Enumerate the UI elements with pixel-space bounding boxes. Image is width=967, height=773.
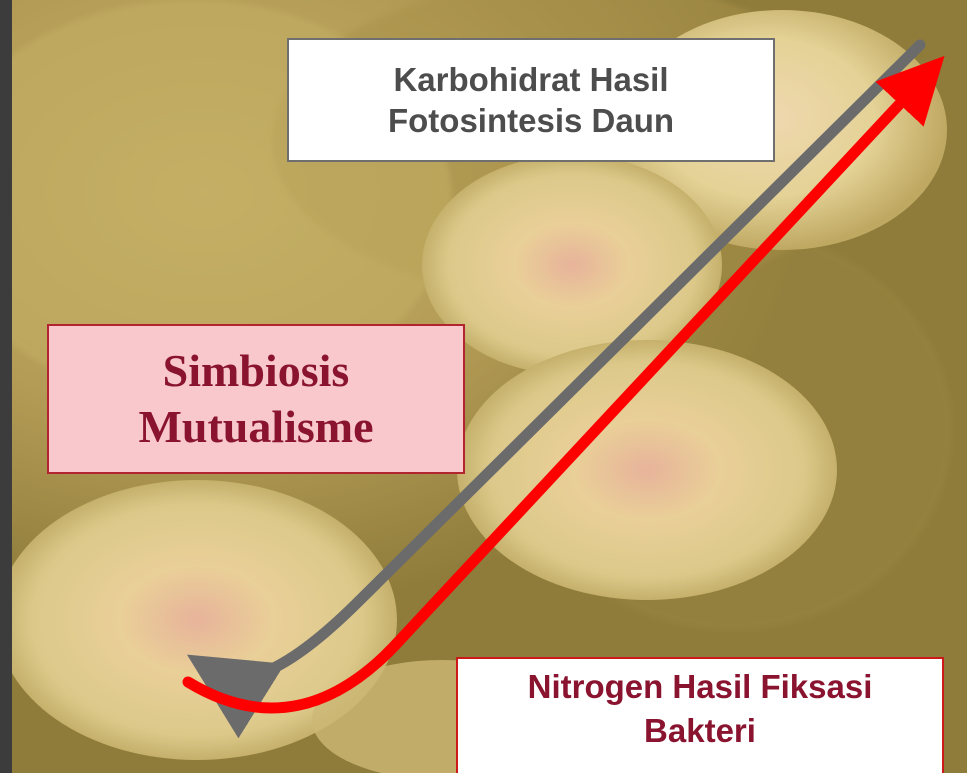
symbiosis-label-text: Simbiosis Mutualisme: [59, 343, 453, 455]
nitrogen-label: Nitrogen Hasil Fiksasi Bakteri: [456, 657, 944, 773]
carbohydrate-label-text: Karbohidrat Hasil Fotosintesis Daun: [309, 59, 753, 141]
carbohydrate-label: Karbohidrat Hasil Fotosintesis Daun: [287, 38, 775, 162]
nitrogen-label-text: Nitrogen Hasil Fiksasi Bakteri: [472, 665, 928, 753]
symbiosis-label: Simbiosis Mutualisme: [47, 324, 465, 474]
